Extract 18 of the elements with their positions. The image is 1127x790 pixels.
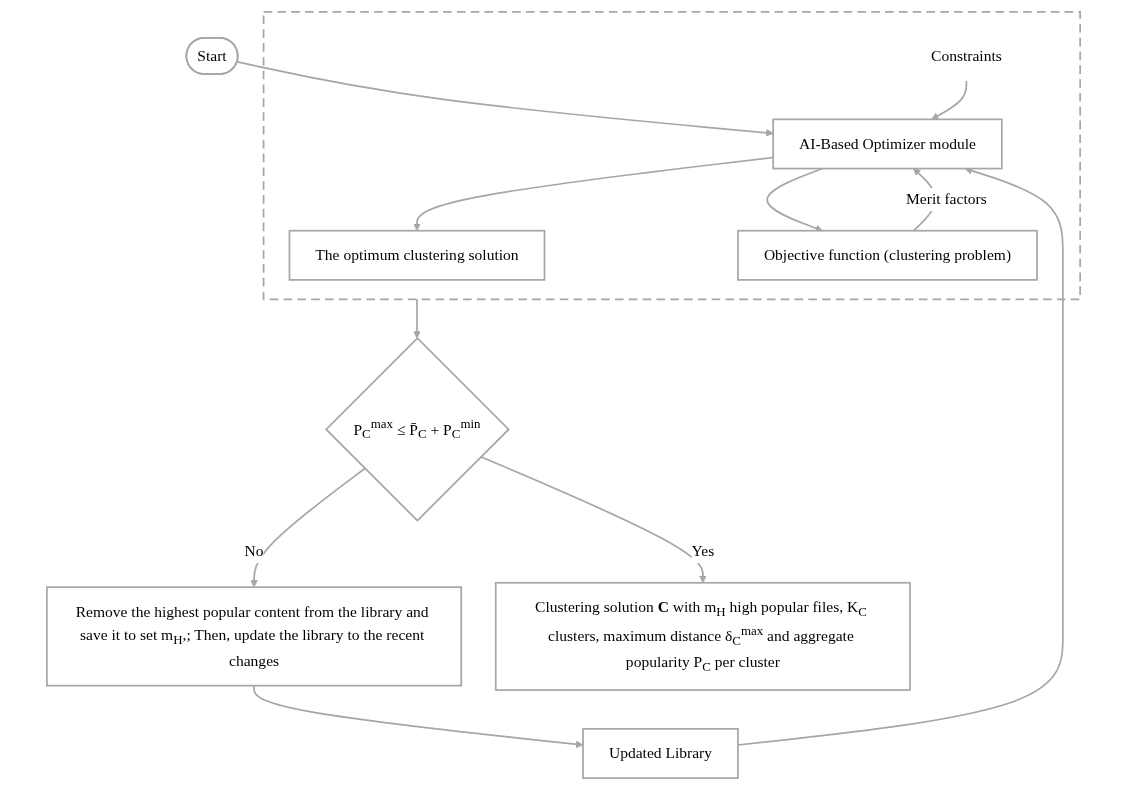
- arrow: [413, 156, 774, 232]
- node-box: AI-Based Optimizer module: [772, 118, 1003, 170]
- node-box: Remove the highest popular content from the library and save it to set m$_{H}$,; Then, update the library to the recent changes: [46, 586, 463, 687]
- node-box: Clustering solution C with m$_{H}$ high popular files, K$_{C}$ clusters, maximum distance δ$_{C}$$^{max}$ and aggregate popularity P$_{C}$ per cluster: [494, 581, 911, 691]
- arrow: [250, 467, 366, 588]
- arrow: [236, 61, 774, 137]
- edge-label: Merit factors: [906, 190, 987, 208]
- node-box: The optimum clustering solution: [288, 229, 546, 281]
- edge-label: Yes: [691, 542, 715, 560]
- arrow: [480, 455, 707, 584]
- edge-label: No: [244, 542, 264, 560]
- arrow: [413, 298, 421, 339]
- arrow: [766, 167, 824, 232]
- node-box: Objective function (clustering problem): [737, 229, 1038, 281]
- node-text: Constraints: [931, 46, 1002, 65]
- cluster: [262, 11, 1081, 301]
- node-box: Updated Library: [582, 728, 739, 779]
- arrow: [931, 79, 968, 120]
